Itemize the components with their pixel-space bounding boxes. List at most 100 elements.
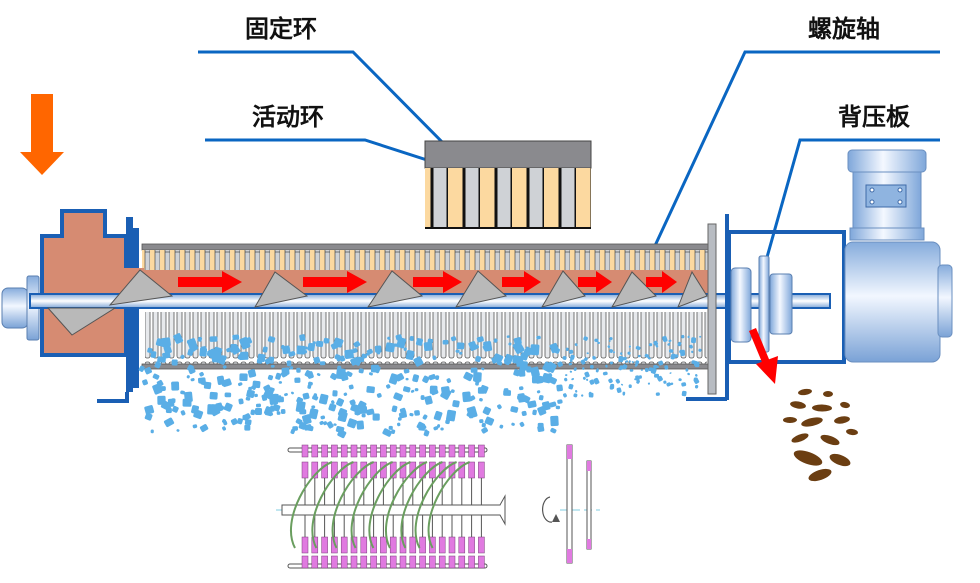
water-droplet [631,361,634,363]
water-droplet [568,349,574,354]
water-droplet [459,351,463,355]
water-droplet [483,340,493,352]
water-droplet [302,392,310,400]
water-droplet [635,375,640,381]
water-droplet [246,389,255,398]
water-droplet [607,345,611,349]
arrow-right-icon [178,271,242,293]
water-droplet [343,392,348,396]
water-droplet [225,406,230,410]
screw-flight-coil [331,461,374,549]
water-droplet [663,380,667,384]
water-droplet [538,395,544,401]
water-droplet [690,337,697,344]
water-droplet [398,339,405,347]
water-droplet [221,406,226,410]
water-droplet [247,369,257,378]
water-droplet [638,375,642,379]
water-droplet [510,406,519,413]
water-droplet [442,339,449,345]
water-droplet [296,367,301,373]
water-droplet [668,339,672,343]
arrow-right-icon [578,271,612,293]
water-droplet [640,369,643,371]
water-droplet [580,359,586,365]
water-droplet [648,367,654,372]
water-droplet [236,418,243,425]
water-droplet [547,373,553,378]
water-droplet [450,389,455,394]
water-droplet [245,396,251,401]
water-droplet [644,367,649,373]
water-droplet [582,367,585,370]
cake-piece [790,401,806,409]
water-droplet [264,406,273,416]
water-droplet [209,391,218,400]
water-droplet [190,378,195,382]
water-droplet [424,395,433,405]
water-droplet [387,336,391,340]
water-droplet [210,350,221,363]
water-droplet [568,362,573,366]
screw-flight-coil [311,461,354,549]
water-droplet [395,373,405,382]
water-droplet [199,371,204,377]
water-droplet [513,369,521,377]
schematic-ring [321,444,328,569]
water-droplet [521,410,527,417]
water-droplet [357,356,365,363]
water-droplet [180,354,185,359]
water-droplet [158,387,163,392]
leader-fixed-ring [198,50,457,157]
label-fixed-ring: 固定环 [245,15,317,43]
water-droplet [189,343,199,352]
water-droplet [191,405,200,415]
water-droplet [376,393,382,398]
water-droplet [648,343,653,347]
water-droplet [222,365,227,369]
cake-piece [840,401,850,409]
water-droplet [244,424,251,431]
water-droplet [291,391,294,395]
water-droplet [571,378,575,381]
water-droplet [388,425,393,430]
water-droplet [491,355,501,364]
water-droplet [267,336,276,343]
water-droplet [628,360,631,363]
water-droplet [534,375,544,384]
water-droplet [350,403,361,413]
water-droplet [536,390,541,394]
water-droplet [517,395,522,400]
water-droplet [695,374,698,377]
water-droplet [473,372,482,382]
water-droplet [295,400,306,413]
water-droplet [586,378,589,381]
water-droplet [313,356,321,364]
water-droplet [405,377,409,381]
water-droplet [583,336,588,341]
water-droplet [654,373,660,378]
water-droplet [609,361,614,365]
water-droplet [455,349,460,353]
water-droplet [358,368,364,374]
water-droplet [526,366,532,373]
water-droplet [316,373,321,377]
cake-piece [829,453,851,467]
water-droplet [156,380,164,387]
water-droplet [622,356,627,361]
end-plate [707,223,717,395]
water-droplet [519,352,529,361]
water-droplet [410,389,415,393]
label-screw-shaft: 螺旋轴 [808,15,880,43]
water-droplet [299,334,306,342]
water-droplet [422,414,428,420]
water-droplet [414,388,419,392]
water-droplet [361,413,366,418]
water-droplet [618,356,624,363]
water-droplet [150,429,154,434]
water-droplet [347,418,357,429]
water-droplet [284,393,288,397]
water-droplet [432,355,437,361]
water-droplet [508,342,512,346]
water-droplet [653,364,658,369]
